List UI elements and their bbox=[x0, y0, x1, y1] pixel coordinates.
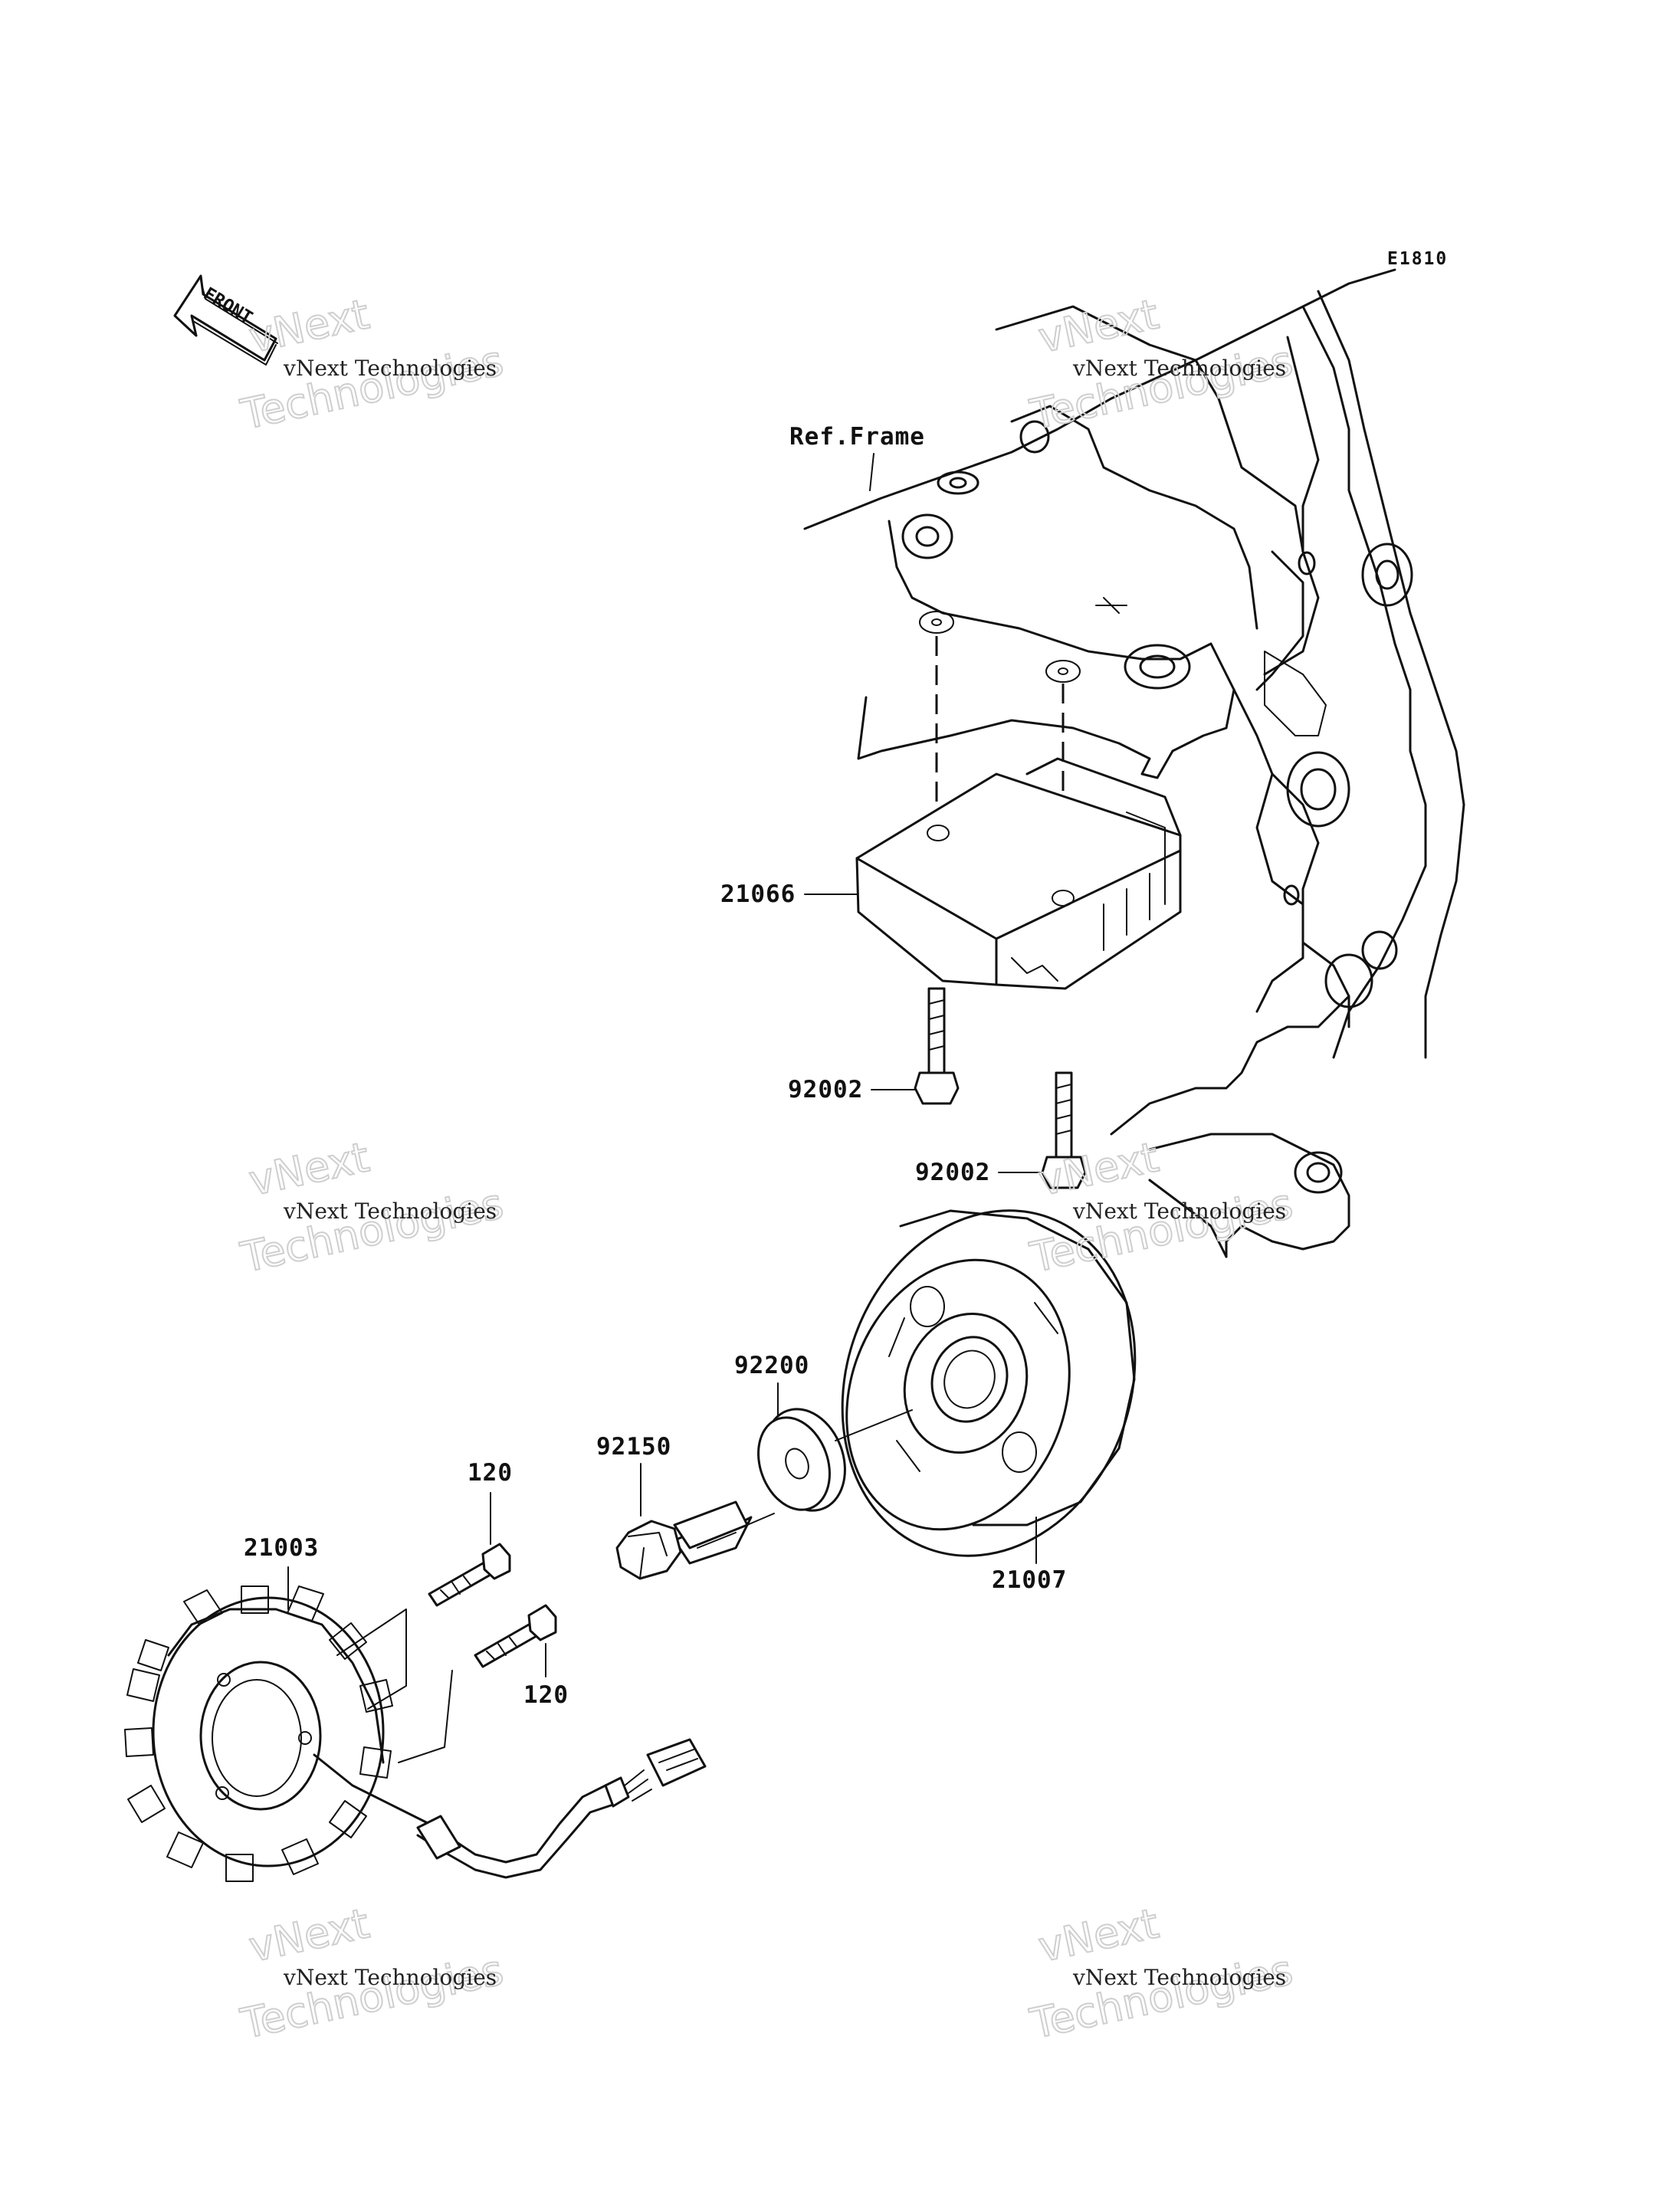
callout-21066: 21066 bbox=[720, 880, 796, 908]
regulator-rectifier bbox=[855, 757, 1182, 990]
watermark-2: vNext Technologies vNext Technologies bbox=[1025, 289, 1298, 440]
frame-label: Ref.Frame bbox=[789, 423, 925, 451]
callout-21003: 21003 bbox=[244, 1534, 319, 1562]
diagram-code: E1810 bbox=[1387, 249, 1448, 269]
svg-text:vNext: vNext bbox=[1035, 1899, 1163, 1971]
callout-120-upper: 120 bbox=[468, 1459, 513, 1487]
svg-text:vNext: vNext bbox=[245, 1899, 373, 1971]
watermark-4: vNext Technologies vNext Technologies bbox=[1025, 1132, 1298, 1283]
stator-lead-wire bbox=[416, 1738, 707, 1879]
svg-text:vNext Technologies: vNext Technologies bbox=[1072, 1199, 1286, 1224]
bolt-92002-lower bbox=[1041, 1071, 1087, 1189]
watermark-5: vNext Technologies vNext Technologies bbox=[236, 1898, 508, 2049]
svg-text:vNext Technologies: vNext Technologies bbox=[283, 1965, 497, 1990]
flange-bolt bbox=[615, 1500, 775, 1580]
screw-120-lower bbox=[474, 1604, 557, 1668]
rotor bbox=[841, 1209, 1137, 1557]
svg-text:vNext Technologies: vNext Technologies bbox=[1072, 356, 1286, 381]
callout-92002-lower: 92002 bbox=[915, 1159, 990, 1186]
svg-text:vNext: vNext bbox=[1035, 290, 1163, 362]
svg-text:vNext: vNext bbox=[245, 290, 373, 362]
watermark-1: vNext Technologies vNext Technologies bbox=[236, 289, 508, 440]
mount-guides bbox=[919, 611, 1081, 893]
svg-text:vNext Technologies: vNext Technologies bbox=[283, 356, 497, 381]
screw-guide-lower bbox=[398, 1670, 453, 1763]
svg-text:vNext: vNext bbox=[245, 1133, 373, 1205]
screw-120-upper bbox=[428, 1543, 511, 1607]
callout-21007: 21007 bbox=[992, 1566, 1067, 1594]
callout-92002-upper: 92002 bbox=[788, 1076, 863, 1103]
screw-guide-upper bbox=[336, 1608, 407, 1710]
frame-drawing bbox=[803, 268, 1465, 1258]
stator bbox=[124, 1585, 431, 1882]
washer bbox=[757, 1408, 846, 1512]
svg-text:vNext: vNext bbox=[1035, 1133, 1163, 1205]
bolt-92002-upper bbox=[914, 987, 960, 1105]
washer-axis-line bbox=[835, 1409, 913, 1441]
svg-text:vNext Technologies: vNext Technologies bbox=[283, 1199, 497, 1224]
watermark-6: vNext Technologies vNext Technologies bbox=[1025, 1898, 1298, 2049]
callout-92200: 92200 bbox=[734, 1352, 809, 1379]
svg-text:vNext Technologies: vNext Technologies bbox=[1072, 1965, 1286, 1990]
callout-92150: 92150 bbox=[596, 1433, 671, 1461]
callout-120-lower: 120 bbox=[523, 1681, 569, 1709]
watermark-3: vNext Technologies vNext Technologies bbox=[236, 1132, 508, 1283]
frame-leader bbox=[869, 453, 874, 491]
